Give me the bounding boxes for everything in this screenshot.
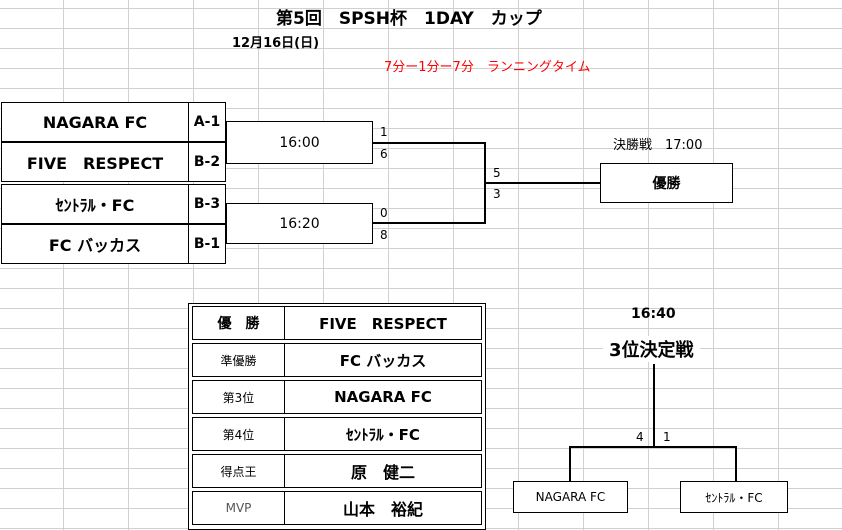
third-place-title: 3位決定戦 bbox=[603, 336, 700, 362]
bracket-line bbox=[569, 446, 737, 448]
bracket-line bbox=[372, 222, 485, 224]
third-place-time: 16:40 bbox=[631, 306, 676, 322]
semifinal-1-time: 16:00 bbox=[279, 134, 320, 151]
results-table: 優 勝 FIVE RESPECT 準優勝 FC バッカス 第3位 NAGARA … bbox=[188, 303, 486, 530]
tournament-title: 第5回 SPSH杯 1DAY カップ bbox=[276, 9, 542, 29]
bracket-line bbox=[372, 142, 485, 144]
third-place-team-left: NAGARA FC bbox=[513, 481, 628, 513]
results-label: 準優勝 bbox=[192, 343, 285, 377]
team-seed-cell: B-1 bbox=[188, 224, 226, 264]
team-name-cell: FIVE RESPECT bbox=[1, 142, 188, 182]
results-value: NAGARA FC bbox=[285, 380, 482, 414]
results-value: FIVE RESPECT bbox=[285, 306, 482, 340]
champion-label: 優勝 bbox=[652, 176, 681, 192]
semifinal-1-score-bottom: 6 bbox=[380, 147, 388, 161]
bracket-line bbox=[569, 446, 571, 482]
results-label: MVP bbox=[192, 491, 285, 525]
results-row: MVP 山本 裕紀 bbox=[192, 491, 482, 525]
team-name-cell: NAGARA FC bbox=[1, 102, 188, 142]
third-place-team-right-name: ｾﾝﾄﾗﾙ・FC bbox=[705, 490, 763, 505]
champion-box: 優勝 bbox=[600, 163, 733, 203]
final-score-bottom: 3 bbox=[493, 187, 501, 201]
results-value: FC バッカス bbox=[285, 343, 482, 377]
team-seed-cell: A-1 bbox=[188, 102, 226, 142]
third-place-score-right: 1 bbox=[663, 430, 671, 444]
results-row: 得点王 原 健二 bbox=[192, 454, 482, 488]
results-row: 第4位 ｾﾝﾄﾗﾙ・FC bbox=[192, 417, 482, 451]
final-score-top: 5 bbox=[493, 166, 501, 180]
event-date: 12月16日(日) bbox=[232, 36, 320, 51]
team-seed-cell: B-3 bbox=[188, 184, 226, 224]
results-row: 第3位 NAGARA FC bbox=[192, 380, 482, 414]
results-value: 山本 裕紀 bbox=[285, 491, 482, 525]
semifinal-2-time-box: 16:20 bbox=[226, 203, 373, 244]
final-match-label: 決勝戦 17:00 bbox=[613, 138, 703, 153]
semifinal-2-score-top: 0 bbox=[380, 206, 388, 220]
team-seed-cell: B-2 bbox=[188, 142, 226, 182]
semifinal-1-score-top: 1 bbox=[380, 125, 388, 139]
bracket-line bbox=[653, 364, 655, 448]
results-label: 第3位 bbox=[192, 380, 285, 414]
third-place-score-left: 4 bbox=[636, 430, 644, 444]
semifinal-2-score-bottom: 8 bbox=[380, 228, 388, 242]
bracket-line bbox=[735, 446, 737, 482]
results-label: 優 勝 bbox=[192, 306, 285, 340]
third-place-team-left-name: NAGARA FC bbox=[535, 490, 606, 504]
results-row: 優 勝 FIVE RESPECT bbox=[192, 306, 482, 340]
team-name-cell: FC バッカス bbox=[1, 224, 188, 264]
results-value: 原 健二 bbox=[285, 454, 482, 488]
third-place-team-right: ｾﾝﾄﾗﾙ・FC bbox=[680, 481, 788, 513]
results-value: ｾﾝﾄﾗﾙ・FC bbox=[285, 417, 482, 451]
semifinal-1-time-box: 16:00 bbox=[226, 121, 373, 164]
results-row: 準優勝 FC バッカス bbox=[192, 343, 482, 377]
match-format-note: 7分ー1分ー7分 ランニングタイム bbox=[384, 60, 591, 75]
results-label: 得点王 bbox=[192, 454, 285, 488]
results-label: 第4位 bbox=[192, 417, 285, 451]
team-name-cell: ｾﾝﾄﾗﾙ・FC bbox=[1, 184, 188, 224]
bracket-line bbox=[484, 182, 601, 184]
semifinal-2-time: 16:20 bbox=[279, 215, 320, 232]
